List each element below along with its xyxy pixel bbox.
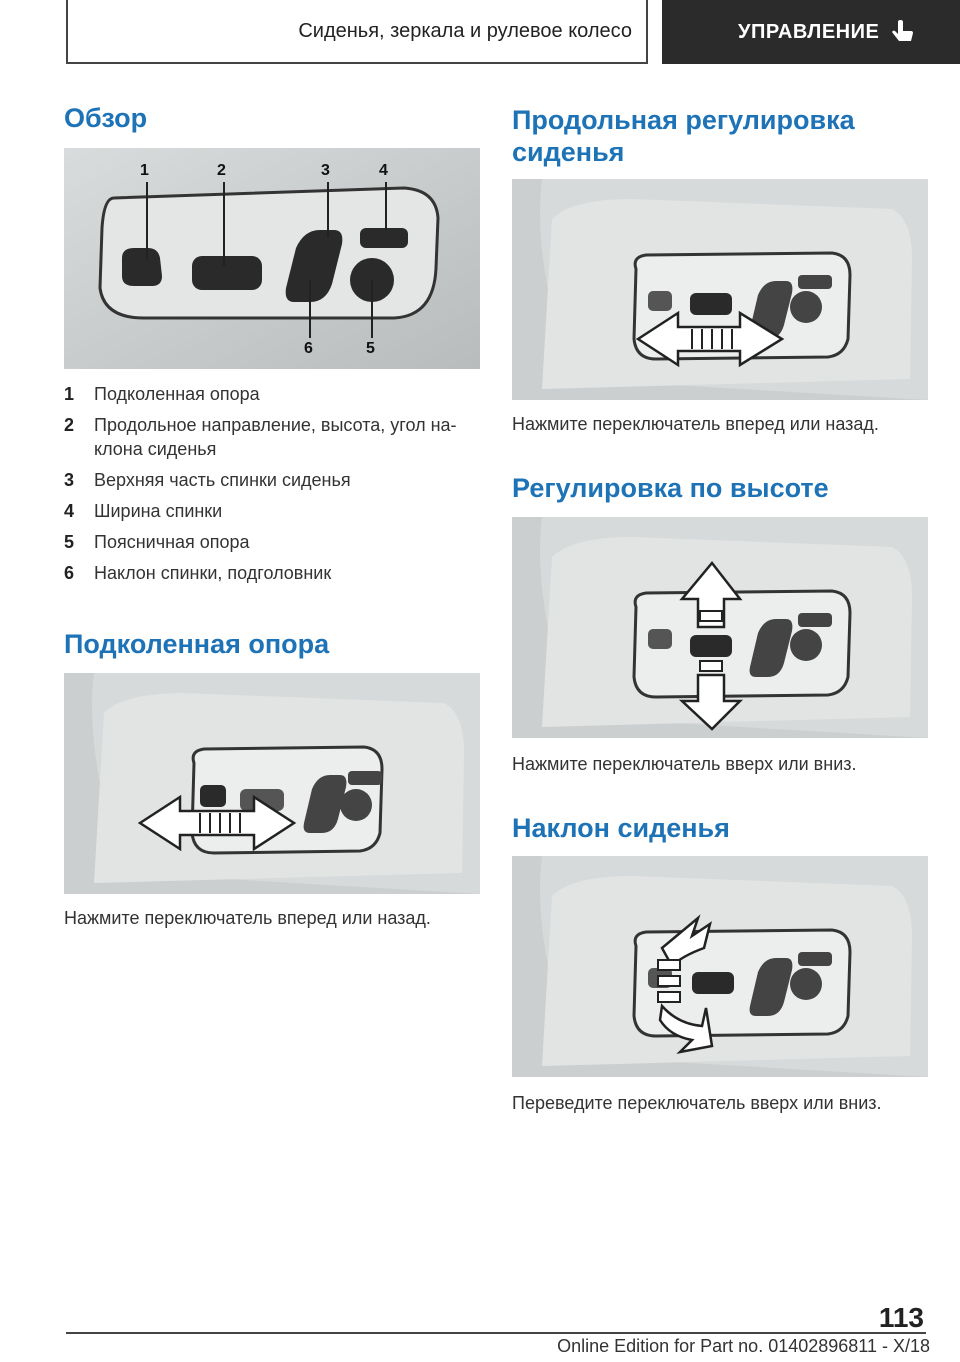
- hand-pointer-icon: [892, 20, 913, 41]
- legend-item: 5 Поясничная опора: [64, 530, 478, 554]
- legend-text: Верхняя часть спинки сиденья: [94, 470, 351, 490]
- callout-3: 3: [321, 162, 330, 179]
- legend-text: Наклон спинки, подголовник: [94, 563, 332, 583]
- legend-text: Продольное направление, высота, угол на-…: [94, 415, 457, 459]
- callout-5: 5: [366, 340, 375, 357]
- header-section-title: Сиденья, зеркала и рулевое колесо: [66, 0, 648, 64]
- height-caption: Нажмите переключатель вверх или вниз.: [512, 754, 857, 774]
- overview-heading: Обзор: [64, 103, 148, 133]
- height-heading: Регулировка по высоте: [512, 473, 829, 503]
- header-chapter-label: УПРАВЛЕНИЕ: [738, 20, 880, 43]
- tilt-caption: Переведите переключатель вверх или вниз.: [512, 1093, 882, 1113]
- longitudinal-heading: Продольная регулировка сиденья: [512, 105, 855, 167]
- longitudinal-figure: [512, 179, 928, 400]
- callout-1: 1: [140, 162, 149, 179]
- legend-item: 6 Наклон спинки, подголовник: [64, 561, 478, 585]
- knee-support-heading: Подколенная опора: [64, 629, 330, 659]
- tilt-heading: Наклон сиденья: [512, 813, 730, 843]
- legend-number: 5: [64, 532, 75, 552]
- callout-6: 6: [304, 340, 313, 357]
- footer-edition: Online Edition for Part no. 01402896811 …: [557, 1336, 930, 1356]
- legend-text: Подколенная опора: [94, 384, 260, 404]
- legend-number: 3: [64, 470, 75, 490]
- callout-4: 4: [379, 162, 388, 179]
- height-figure: [512, 517, 928, 738]
- overview-figure: 1 2 3 4 6 5: [64, 148, 480, 369]
- legend-number: 1: [64, 384, 75, 404]
- overview-legend: 1 Подколенная опора 2 Продольное направл…: [64, 382, 478, 592]
- header-chapter: УПРАВЛЕНИЕ: [662, 0, 960, 64]
- tilt-figure: [512, 856, 928, 1077]
- knee-support-caption: Нажмите переключатель вперед или назад.: [64, 908, 431, 928]
- legend-item: 2 Продольное направление, высота, угол н…: [64, 413, 478, 461]
- knee-support-figure: [64, 673, 480, 894]
- legend-text: Ширина спинки: [94, 501, 223, 521]
- legend-number: 2: [64, 415, 75, 435]
- legend-number: 4: [64, 501, 75, 521]
- footer-divider: [66, 1332, 926, 1334]
- legend-text: Поясничная опора: [94, 532, 250, 552]
- legend-number: 6: [64, 563, 75, 583]
- callout-2: 2: [217, 162, 226, 179]
- legend-item: 3 Верхняя часть спинки сиденья: [64, 468, 478, 492]
- page-number: 113: [878, 1302, 924, 1333]
- longitudinal-caption: Нажмите переключатель вперед или назад.: [512, 414, 879, 434]
- legend-item: 4 Ширина спинки: [64, 499, 478, 523]
- legend-item: 1 Подколенная опора: [64, 382, 478, 406]
